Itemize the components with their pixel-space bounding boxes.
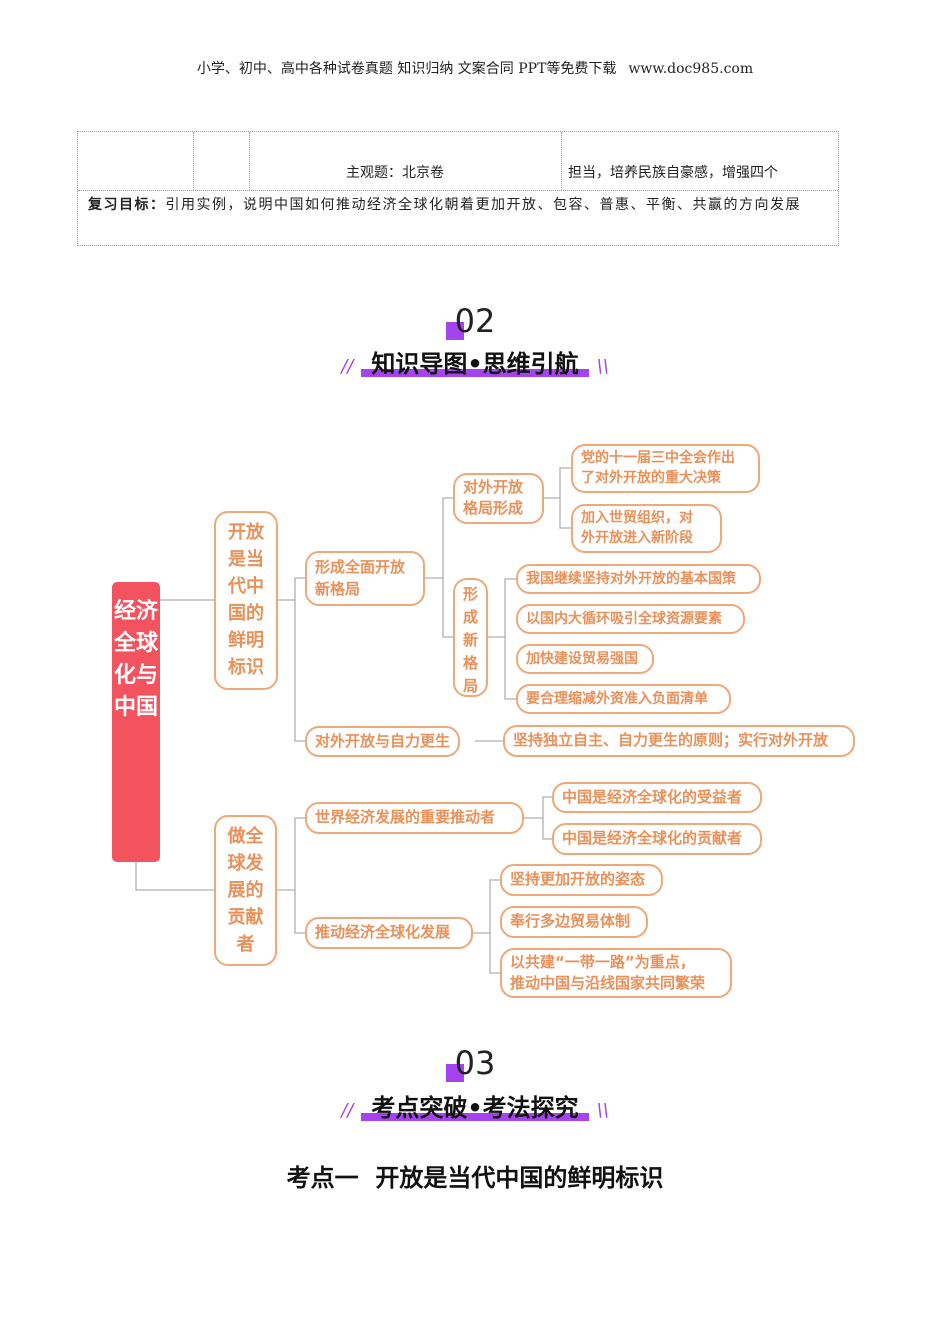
header-text: 小学、初中、高中各种试卷真题 知识归纳 文案合同 PPT等免费下载 [196,61,617,77]
node-new-pattern: 形成全面开放新格局 [305,551,425,606]
header-link[interactable]: www.doc985.com [628,61,754,77]
node-pattern-formed: 对外开放格局形成 [453,473,544,524]
page-header: 小学、初中、高中各种试卷真题 知识归纳 文案合同 PPT等免费下载 www.doc… [0,58,950,78]
review-goal: 复习目标：引用实例，说明中国如何推动经济全球化朝着更加开放、包容、普惠、平衡、共… [88,192,830,219]
subject-cell: 主观题：北京卷 [346,165,444,181]
node-open-identity: 开放是当代中国的鲜明标识 [214,511,278,690]
node-promote-globalization: 推动经济全球化发展 [305,917,473,949]
mindmap-root: 经济全球化与中国 [112,582,160,862]
node-beneficiary: 中国是经济全球化的受益者 [552,782,762,813]
node-trade-power: 加快建设贸易强国 [516,644,654,674]
node-third-plenum: 党的十一届三中全会作出了对外开放的重大决策 [571,444,760,493]
node-open-self-reliance: 对外开放与自力更生 [305,726,461,757]
node-global-contributor: 做全球发展的贡献者 [214,815,277,966]
node-join-wto: 加入世贸组织，对外开放进入新阶段 [571,504,722,553]
node-contributor: 中国是经济全球化的贡献者 [552,823,762,855]
section-03-title: //考点突破•考法探究\\ [341,1094,609,1122]
section-03-number: 03 [0,1044,950,1082]
goal-text: 引用实例，说明中国如何推动经济全球化朝着更加开放、包容、普惠、平衡、共赢的方向发… [165,197,801,213]
node-domestic-cycle: 以国内大循环吸引全球资源要素 [516,604,745,634]
node-world-driver: 世界经济发展的重要推动者 [305,802,524,834]
section-02-number: 02 [0,302,950,340]
node-basic-policy: 我国继续坚持对外开放的基本国策 [516,564,761,594]
node-multilateral: 奉行多边贸易体制 [500,906,648,938]
node-independence: 坚持独立自主、自力更生的原则；实行对外开放 [503,725,855,757]
node-more-open: 坚持更加开放的姿态 [500,864,663,896]
section-02-title: //知识导图•思维引航\\ [341,350,609,378]
kaodian-heading: 考点一 开放是当代中国的鲜明标识 [286,1164,664,1192]
node-negative-list: 要合理缩减外资准入负面清单 [516,684,731,714]
node-form-new-pattern: 形成新格局 [453,578,488,697]
info-table: 主观题：北京卷 担当，培养民族自豪感，增强四个 复习目标：引用实例，说明中国如何… [77,131,839,246]
goal-label: 复习目标： [88,197,166,213]
node-belt-road: 以共建“一带一路”为重点，推动中国与沿线国家共同繁荣 [500,948,732,998]
goal-part-cell: 担当，培养民族自豪感，增强四个 [568,165,778,181]
